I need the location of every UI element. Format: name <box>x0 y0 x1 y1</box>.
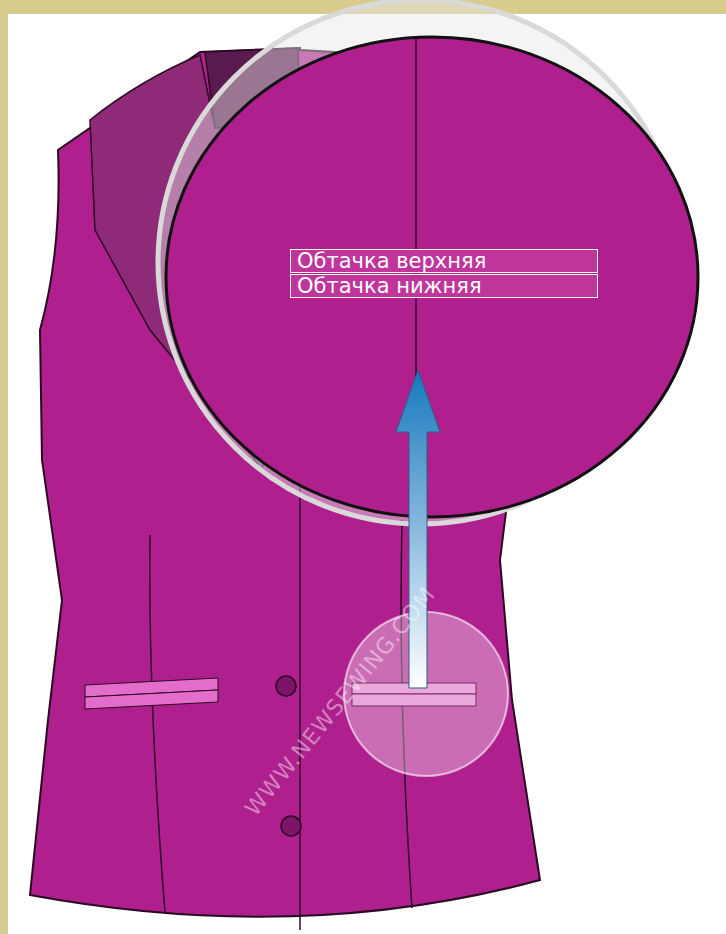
zoom-circle <box>166 37 698 517</box>
label-box: Обтачка нижняя <box>290 274 598 298</box>
watermark: WWW.NEWSEWING.COM <box>240 582 440 821</box>
pocket-welt <box>352 694 476 706</box>
ground <box>8 14 726 934</box>
part-label: Обтачка нижняя <box>291 275 597 297</box>
label-box: Обтачка верхняя <box>290 249 598 273</box>
part-label: Обтачка верхняя <box>291 250 597 272</box>
pocket-welt <box>85 690 218 709</box>
seam <box>150 535 165 912</box>
button <box>276 676 296 696</box>
button <box>281 816 301 836</box>
